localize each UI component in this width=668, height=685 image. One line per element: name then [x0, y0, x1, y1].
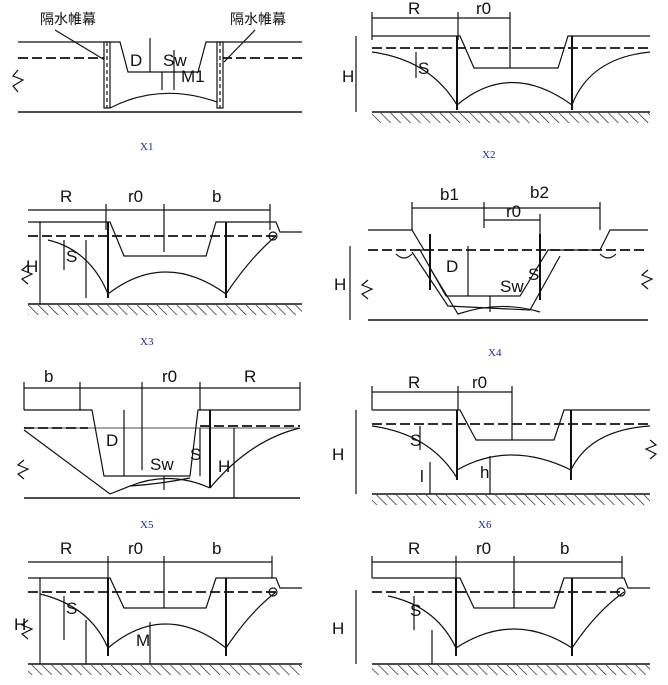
- x2-label-r: R: [408, 0, 420, 18]
- x5-label-h: H: [218, 457, 230, 476]
- x6-label-h: H: [332, 445, 344, 464]
- caption-x5: X5: [140, 519, 154, 531]
- panel-x2: R r0 H S X2: [342, 0, 651, 161]
- p7-label-s: S: [66, 599, 77, 618]
- x4-label-b1: b1: [440, 185, 459, 204]
- caption-x4: X4: [488, 347, 502, 359]
- x5-label-r0: r0: [162, 367, 177, 386]
- x1-label-d: D: [130, 51, 142, 70]
- x2-label-r0: r0: [476, 0, 491, 18]
- x4-label-h: H: [334, 275, 346, 294]
- x6-label-r: R: [408, 373, 420, 392]
- x5-label-d: D: [106, 431, 118, 450]
- x2-label-s: S: [418, 59, 429, 78]
- x4-label-d: D: [446, 257, 458, 276]
- caption-x3: X3: [140, 336, 154, 348]
- p7-label-m: M: [136, 631, 150, 650]
- panel-x4: b1 b2 r0 D Sw S H X4: [334, 183, 654, 359]
- panel-7: R r0 b H S M: [14, 539, 302, 675]
- x6-label-r0: r0: [472, 373, 487, 392]
- x3-label-r0: r0: [128, 187, 143, 206]
- p8-label-r: R: [408, 539, 420, 558]
- x4-label-s: S: [528, 265, 539, 284]
- x3-label-s: S: [66, 247, 77, 266]
- panel-8: R r0 b H S: [332, 539, 650, 675]
- x4-label-sw: Sw: [500, 277, 524, 296]
- caption-x1: X1: [140, 141, 153, 153]
- p7-label-b: b: [212, 539, 221, 558]
- caption-x6: X6: [478, 519, 492, 531]
- p7-label-r0: r0: [128, 539, 143, 558]
- p8-label-r0: r0: [476, 539, 491, 558]
- panel-x5: b r0 R D Sw S H X5: [16, 367, 301, 531]
- p7-label-h: H: [14, 615, 26, 634]
- x6-label-l: l: [420, 467, 424, 486]
- caption-x2: X2: [482, 149, 495, 161]
- x2-label-h: H: [342, 67, 354, 86]
- x3-label-b: b: [212, 187, 221, 206]
- panel-x3: R r0 b H S X3: [20, 187, 302, 348]
- x1-label-m1: M1: [181, 67, 205, 86]
- panel-x6: R r0 H S l h X6: [332, 373, 658, 531]
- x1-label-sw: Sw: [163, 51, 187, 70]
- x5-label-s: S: [190, 445, 201, 464]
- x5-label-b: b: [44, 367, 53, 386]
- p8-label-s: S: [410, 601, 421, 620]
- x5-label-sw: Sw: [150, 455, 174, 474]
- x3-label-h: H: [26, 257, 38, 276]
- x4-label-r0: r0: [506, 202, 521, 221]
- curtain-label-right: 隔水帷幕: [230, 12, 286, 28]
- p8-label-b: b: [560, 539, 569, 558]
- panel-x1: 隔水帷幕 隔水帷幕 D Sw M1 X1: [12, 12, 302, 153]
- x4-label-b2: b2: [530, 183, 549, 202]
- p7-label-r: R: [60, 539, 72, 558]
- p8-label-h: H: [332, 619, 344, 638]
- x3-label-r: R: [60, 187, 72, 206]
- x5-label-r: R: [244, 367, 256, 386]
- x6-label-h-small: h: [480, 463, 489, 482]
- x6-label-s: S: [410, 431, 421, 450]
- curtain-label-left: 隔水帷幕: [40, 12, 96, 28]
